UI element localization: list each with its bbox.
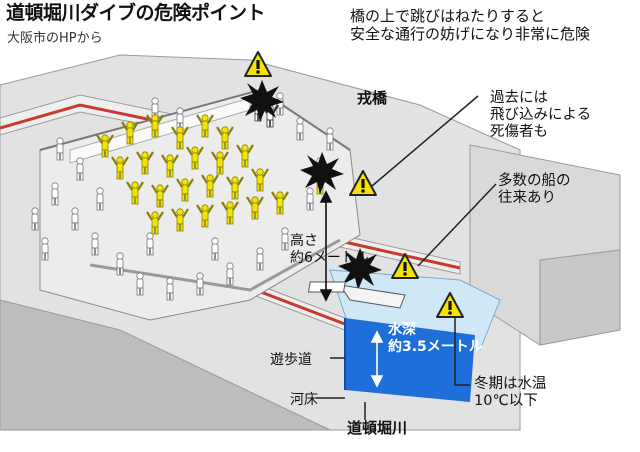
leader-lines [316,95,497,420]
source-note: 大阪市のHPから [7,31,103,46]
ship-icon [307,281,406,309]
callout-bridge-jumping: 橋の上で跳びはねたりすると 安全な通行の妨げになり非常に危険 [350,7,591,43]
label-riverbed: 河床 [290,392,318,408]
label-height: 高さ 約6メートル [290,233,369,266]
page-title: 道頓堀川ダイブの危険ポイント [6,2,266,24]
callout-past-deaths: 過去には 飛び込みによる 死傷者も [490,90,592,141]
height-arrow-icon [319,190,333,302]
depth-arrow-icon [370,330,384,388]
label-bridge: 戎橋 [357,89,388,107]
label-walkway: 遊歩道 [270,352,312,368]
callout-many-ships: 多数の船の 往来あり [498,173,571,207]
label-depth: 水深 約3.5メートル [388,322,483,355]
label-river: 道頓堀川 [347,419,408,437]
callout-winter-temperature: 冬期は水温 10℃以下 [474,376,547,410]
